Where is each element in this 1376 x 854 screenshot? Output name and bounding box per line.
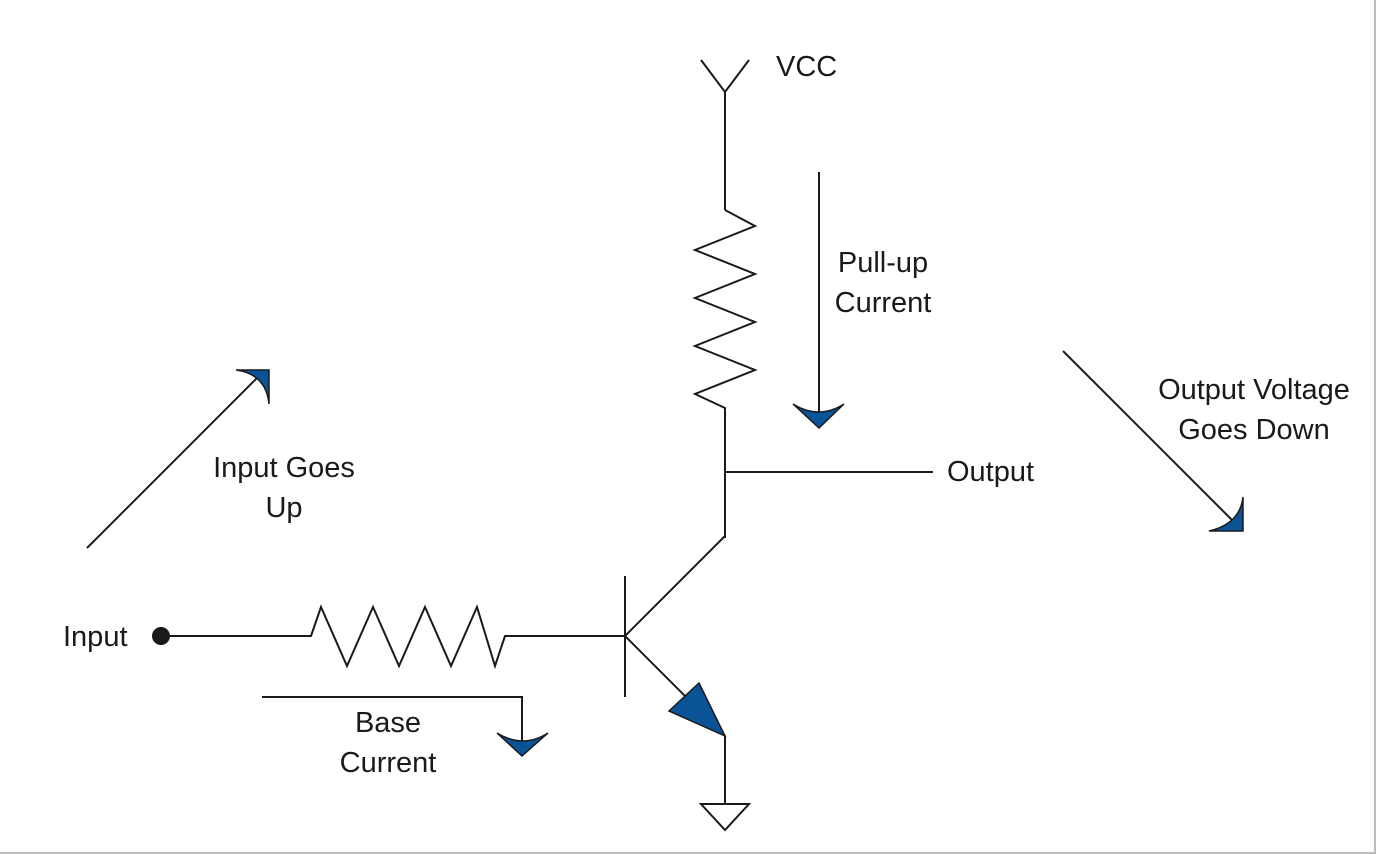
transistor-collector (624, 535, 726, 637)
emitter-arrow-icon (667, 681, 727, 738)
input-goes-up-label: Input Goes Up (213, 452, 355, 524)
input-goes-up-arrow (86, 369, 270, 549)
pullup-current-arrow (792, 172, 845, 430)
output-voltage-arrow (1062, 350, 1244, 532)
ground-symbol (698, 803, 752, 832)
input-arrowhead-icon (235, 369, 270, 405)
base-current-arrowhead-icon (496, 732, 549, 758)
base-current-label: Base Current (339, 707, 437, 779)
vcc-supply-symbol (700, 59, 750, 210)
pullup-resistor (692, 209, 758, 538)
npn-transistor (624, 535, 727, 738)
base-current-arrow (262, 696, 549, 758)
vcc-label: VCC (776, 51, 838, 83)
base-resistor (161, 604, 625, 670)
output-label: Output (947, 456, 1035, 488)
output-voltage-arrowhead-icon (1208, 496, 1244, 532)
pullup-arrowhead-icon (792, 403, 845, 430)
input-label: Input (63, 621, 128, 653)
pullup-current-label: Pull-up Current (834, 247, 932, 319)
output-voltage-label: Output Voltage Goes Down (1158, 374, 1350, 446)
